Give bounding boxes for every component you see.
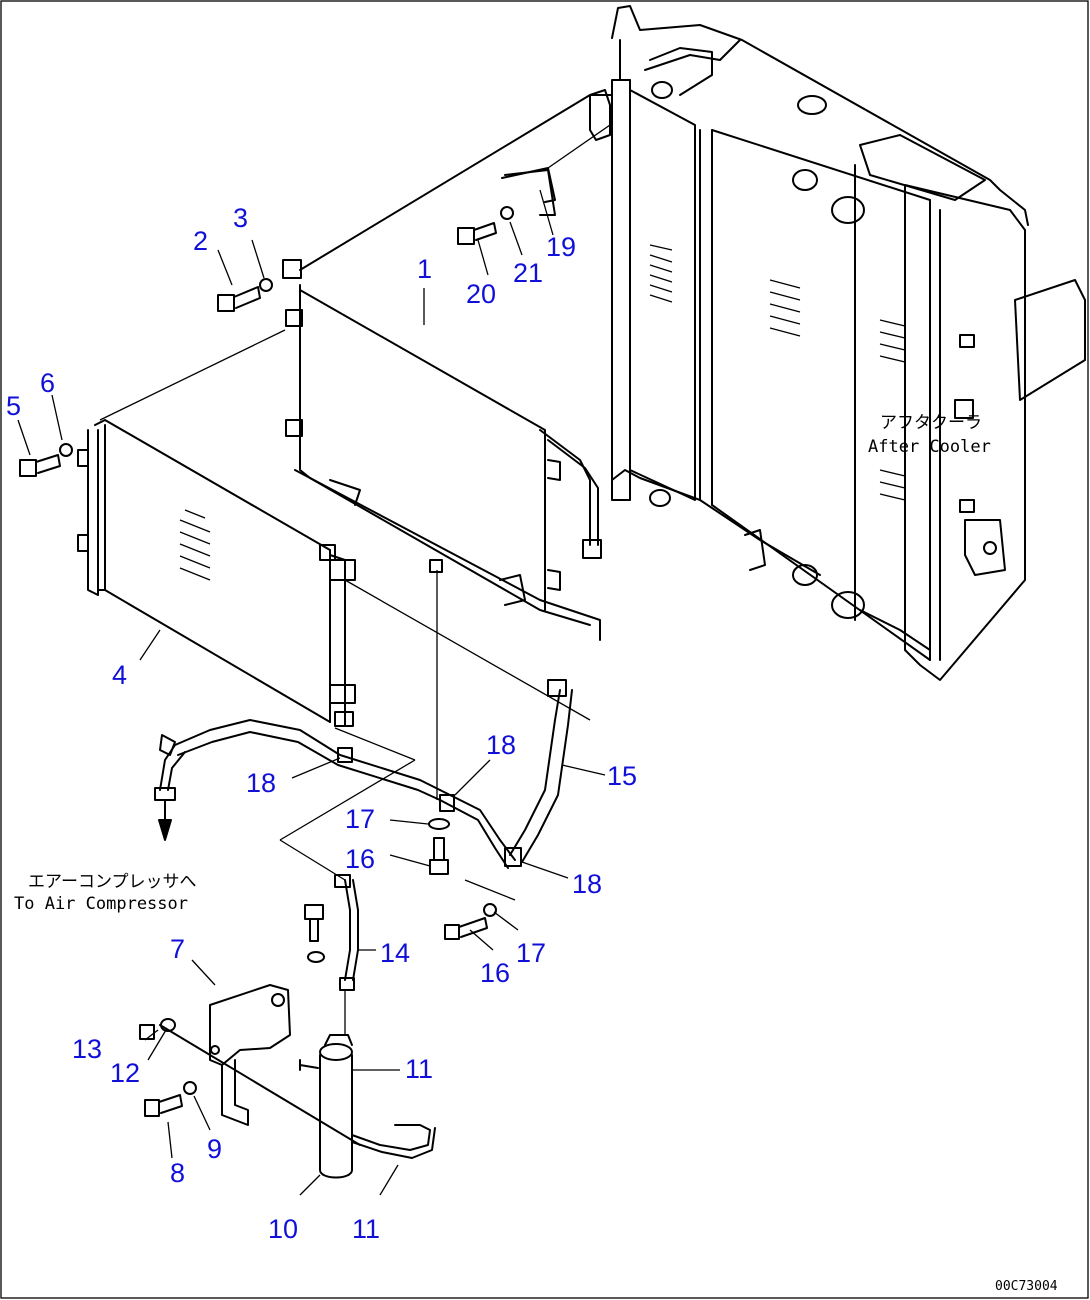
compressor-caption-jp: エアーコンプレッサへ	[28, 872, 196, 892]
bracket-7	[139, 984, 291, 1126]
callout-18-upper: 18	[486, 730, 516, 760]
callout-16-upper: 16	[345, 844, 375, 874]
compressor-caption-en: To Air Compressor	[14, 894, 188, 914]
callout-5: 5	[6, 391, 21, 421]
callout-21: 21	[513, 258, 543, 288]
callout-4: 4	[112, 660, 127, 690]
callout-9: 9	[207, 1134, 222, 1164]
callout-19: 19	[546, 232, 576, 262]
hose-assembly	[154, 559, 573, 991]
drawing-code: 00C73004	[995, 1279, 1058, 1294]
condenser-panel-1	[282, 89, 613, 641]
callout-12: 12	[110, 1058, 140, 1088]
callout-17-lower: 17	[516, 938, 546, 968]
callout-3: 3	[233, 203, 248, 233]
callout-11-lower: 11	[352, 1214, 380, 1244]
callout-6: 6	[40, 368, 55, 398]
callout-18-left: 18	[246, 768, 276, 798]
callout-13: 13	[72, 1034, 102, 1064]
callout-15: 15	[607, 761, 637, 791]
condenser-panel-4	[77, 419, 356, 727]
callout-18-right: 18	[572, 869, 602, 899]
callout-leaders	[17, 189, 606, 1196]
callout-8: 8	[170, 1158, 185, 1188]
fasteners	[19, 167, 556, 477]
callout-11-upper: 11	[405, 1054, 433, 1084]
callout-14: 14	[380, 938, 410, 968]
after-cooler-caption-en: After Cooler	[868, 437, 991, 457]
captions: アフタクーラ After Cooler エアーコンプレッサへ To Air Co…	[14, 413, 1058, 1294]
callout-2: 2	[193, 226, 208, 256]
callout-20: 20	[466, 279, 496, 309]
callout-7: 7	[170, 934, 185, 964]
callout-10: 10	[268, 1214, 298, 1244]
radiator-after-cooler-assembly	[611, 5, 1086, 681]
callout-labels: 1 2 3 4 5 6 7 8 9 10 11 11 12 13 14 15 1…	[6, 203, 637, 1244]
callout-16-lower: 16	[480, 958, 510, 988]
callout-1: 1	[417, 254, 432, 284]
after-cooler-caption-jp: アフタクーラ	[880, 413, 982, 433]
assembly-lines	[99, 124, 611, 1035]
receiver-dryer	[159, 1024, 436, 1179]
callout-17-upper: 17	[345, 804, 375, 834]
